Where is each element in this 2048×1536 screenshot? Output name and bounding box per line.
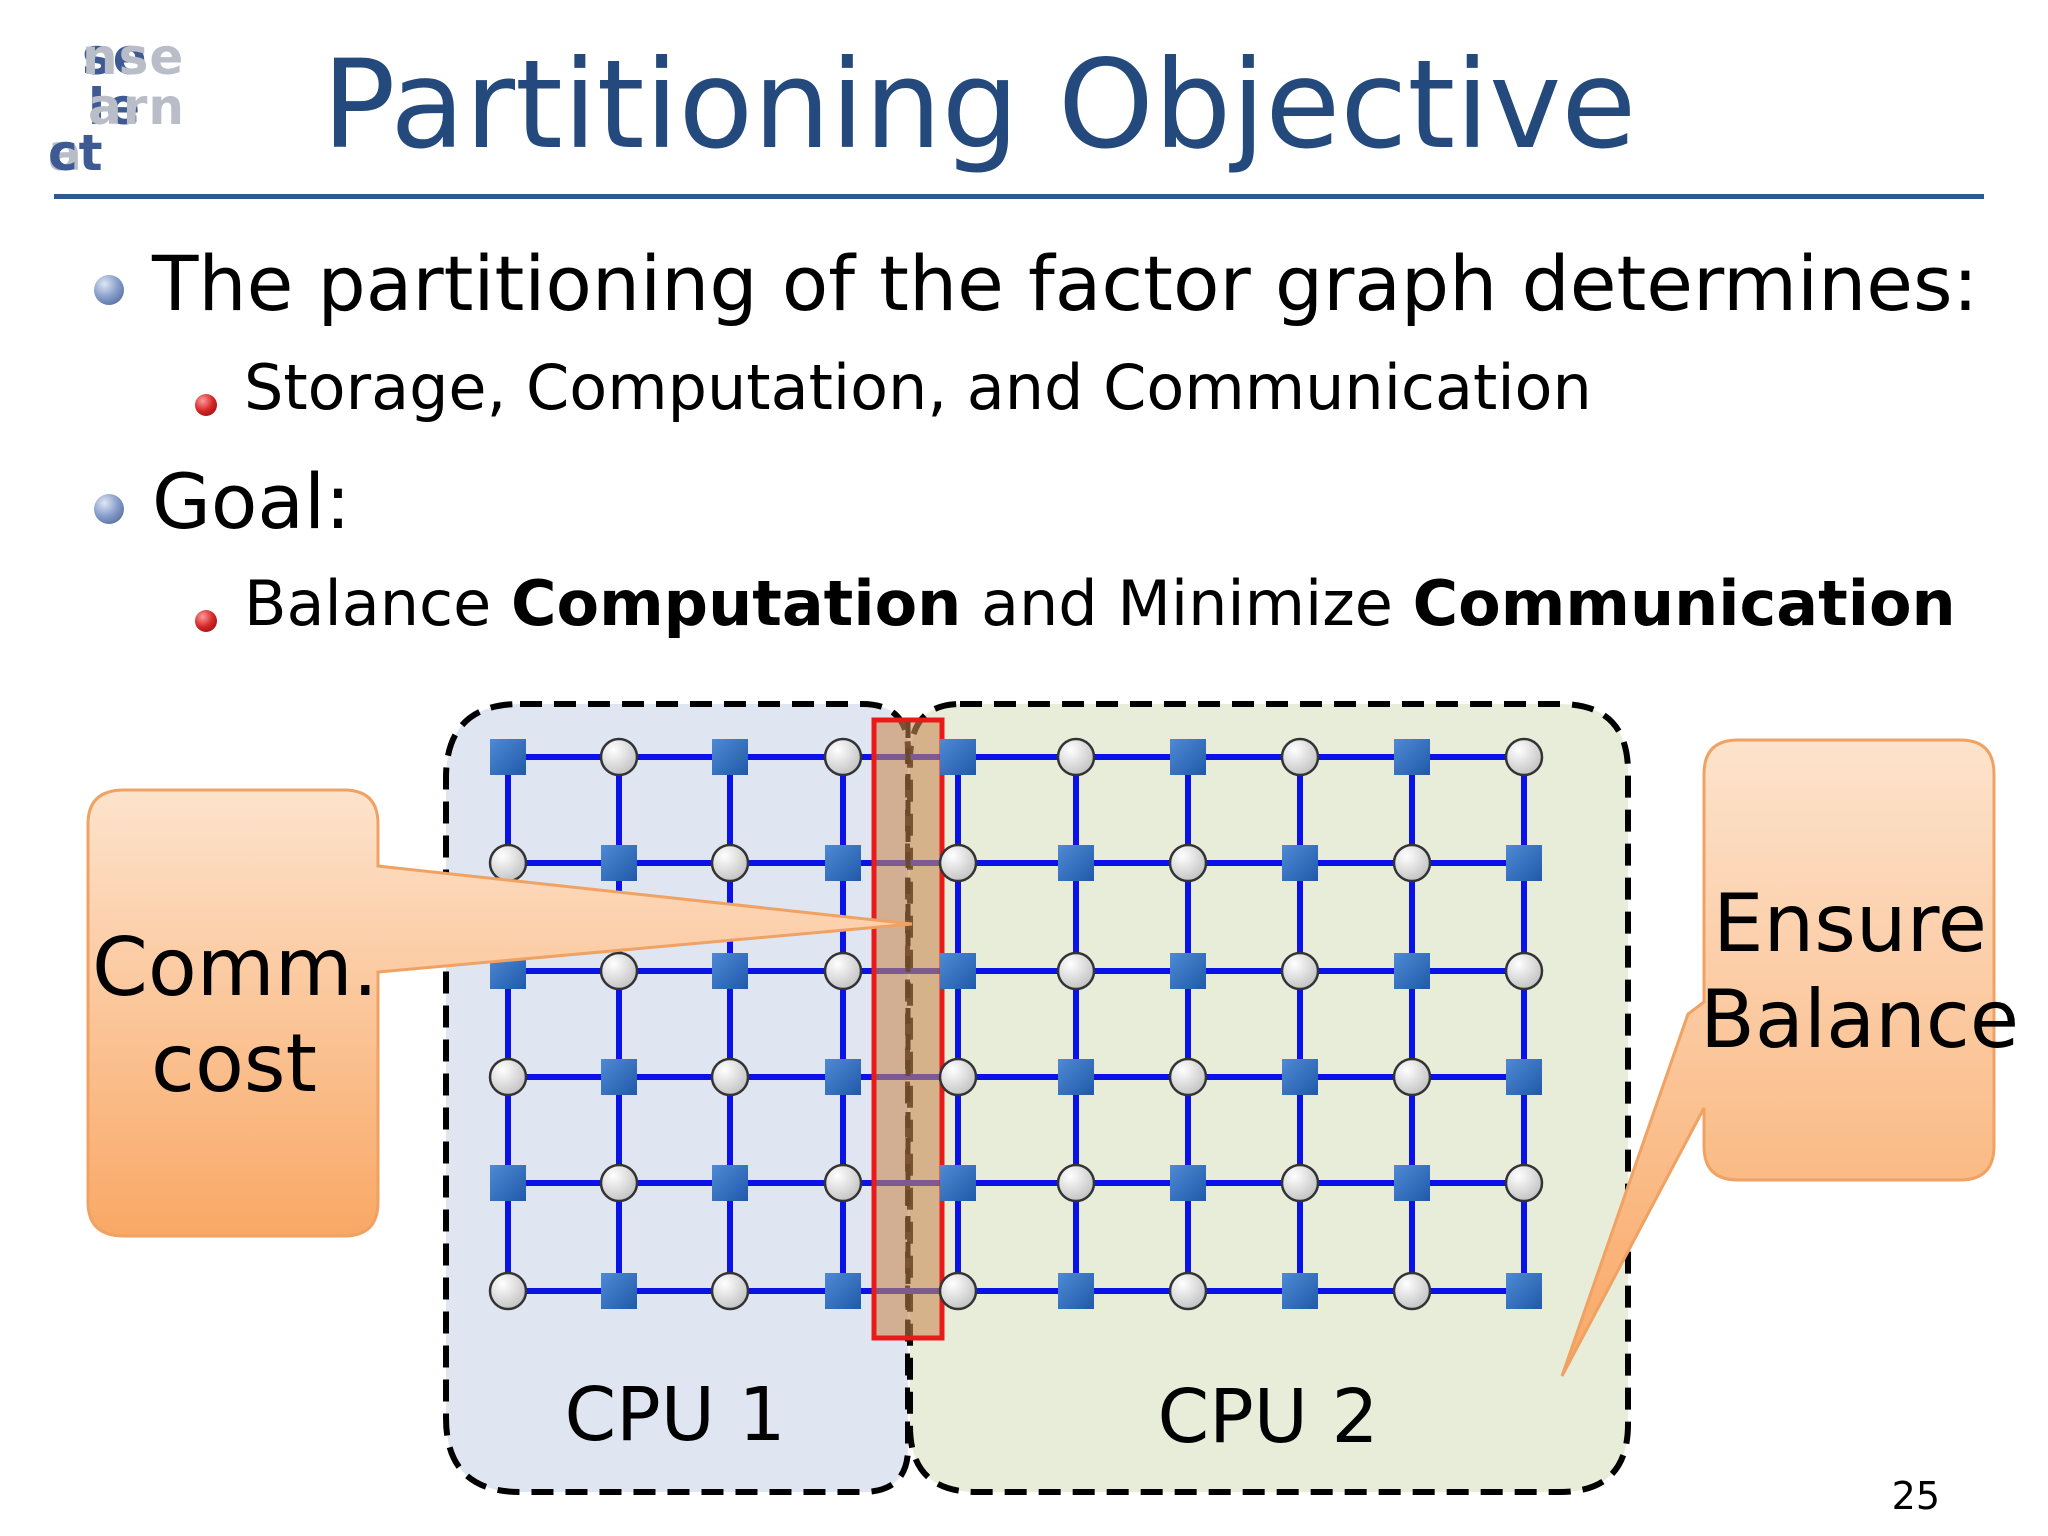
variable-node: [1392, 1057, 1432, 1097]
variable-node: [1056, 951, 1096, 991]
slide-title: Partitioning Objective: [322, 34, 1637, 176]
variable-node: [823, 1163, 863, 1203]
factor-node: [1058, 1273, 1094, 1309]
factor-node: [601, 1273, 637, 1309]
factor-node: [825, 1273, 861, 1309]
factor-node: [940, 739, 976, 775]
variable-node: [938, 843, 978, 883]
variable-node: [488, 1057, 528, 1097]
factor-node: [1282, 1059, 1318, 1095]
communication-cut-highlight: [871, 717, 945, 1341]
bullet-dot-icon: [94, 494, 124, 524]
variable-node: [710, 1271, 750, 1311]
goal-text-bold-communication: Communication: [1412, 567, 1956, 640]
variable-node: [710, 1057, 750, 1097]
factor-node: [825, 1059, 861, 1095]
goal-text-pre: Balance: [244, 567, 511, 640]
goal-text-bold-computation: Computation: [510, 567, 962, 640]
factor-node: [940, 953, 976, 989]
variable-node: [1392, 1271, 1432, 1311]
factor-node: [490, 1165, 526, 1201]
factor-node: [1506, 1273, 1542, 1309]
bullet-dot-icon: [195, 394, 217, 416]
variable-node: [1168, 1271, 1208, 1311]
goal-text-mid: and Minimize: [961, 567, 1413, 640]
variable-node: [1504, 951, 1544, 991]
variable-node: [938, 1057, 978, 1097]
variable-node: [1056, 1163, 1096, 1203]
variable-node: [488, 843, 528, 883]
ensure-balance-line2: Balance: [1700, 973, 2020, 1066]
variable-node: [1280, 1163, 1320, 1203]
title-underline: [54, 194, 1984, 199]
comm-cost-line2: cost: [151, 1017, 317, 1110]
factor-node: [1170, 1165, 1206, 1201]
variable-node: [1392, 843, 1432, 883]
comm-cost-callout-text: Comm. cost: [92, 920, 379, 1112]
factor-node: [1058, 1059, 1094, 1095]
factor-node: [1394, 1165, 1430, 1201]
factor-node: [601, 845, 637, 881]
comm-cost-line1: Comm.: [92, 921, 379, 1014]
factor-node: [712, 1165, 748, 1201]
ensure-balance-callout-text: Ensure Balance: [1700, 876, 2020, 1068]
variable-node: [1280, 737, 1320, 777]
variable-node: [823, 951, 863, 991]
variable-node: [599, 1163, 639, 1203]
factor-node: [1394, 739, 1430, 775]
factor-node: [1506, 845, 1542, 881]
variable-node: [938, 1271, 978, 1311]
variable-node: [599, 737, 639, 777]
cpu2-label: CPU 2: [1157, 1374, 1378, 1460]
bullet-1: The partitioning of the factor graph det…: [152, 239, 1979, 328]
factor-node: [490, 739, 526, 775]
factor-node: [712, 953, 748, 989]
variable-node: [1504, 737, 1544, 777]
factor-node: [1282, 845, 1318, 881]
bullet-dot-icon: [94, 275, 124, 305]
cpu1-label: CPU 1: [564, 1372, 785, 1458]
factor-node: [1506, 1059, 1542, 1095]
factor-node: [1282, 1273, 1318, 1309]
bullet-2: Goal:: [152, 457, 351, 546]
ensure-balance-callout-shape: [1560, 738, 1996, 1377]
bullet-dot-icon: [195, 610, 217, 632]
factor-node: [1170, 739, 1206, 775]
factor-node: [825, 845, 861, 881]
variable-node: [1168, 1057, 1208, 1097]
ensure-balance-line1: Ensure: [1713, 877, 1987, 970]
variable-node: [1168, 843, 1208, 883]
variable-node: [1280, 951, 1320, 991]
comm-cost-callout-shape: [86, 788, 913, 1238]
variable-node: [1056, 737, 1096, 777]
factor-node: [1058, 845, 1094, 881]
bullet-1-sub: Storage, Computation, and Communication: [244, 351, 1592, 424]
variable-node: [1504, 1163, 1544, 1203]
factor-node: [1394, 953, 1430, 989]
variable-node: [710, 843, 750, 883]
variable-node: [823, 737, 863, 777]
variable-node: [488, 1271, 528, 1311]
bullet-2-sub: Balance Computation and Minimize Communi…: [244, 568, 1956, 639]
factor-node: [712, 739, 748, 775]
variable-node: [599, 951, 639, 991]
page-number: 25: [1891, 1474, 1940, 1518]
factor-node: [940, 1165, 976, 1201]
factor-node: [601, 1059, 637, 1095]
factor-node: [1170, 953, 1206, 989]
